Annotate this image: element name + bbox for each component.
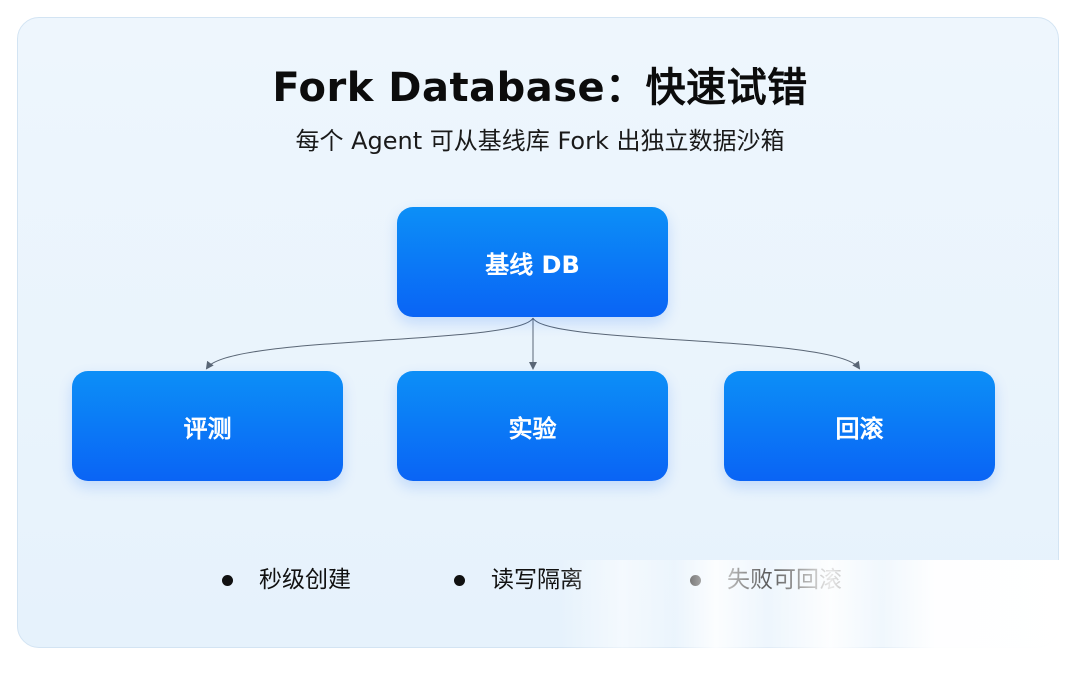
node-evaluation: 评测 (72, 371, 343, 481)
page-title: Fork Database：快速试错 (272, 65, 808, 111)
bullet-label: 秒级创建 (259, 567, 351, 593)
bullet-item: 读写隔离 (454, 562, 583, 598)
bullet-dot-icon (690, 574, 701, 586)
bullet-dot-icon (454, 574, 465, 586)
node-experiment: 实验 (397, 371, 668, 481)
node-baseline-db: 基线 DB (397, 207, 668, 317)
node-rollback: 回滚 (724, 371, 995, 481)
bullet-label: 失败可回滚 (727, 567, 842, 593)
bullet-label: 读写隔离 (491, 567, 583, 593)
bullet-item: 失败可回滚 (690, 562, 842, 598)
bullet-dot-icon (222, 574, 233, 586)
node-rollback-label: 回滚 (835, 414, 884, 443)
feature-bullets: 秒级创建 读写隔离 失败可回滚 (0, 562, 1080, 598)
node-evaluation-label: 评测 (183, 414, 232, 443)
node-experiment-label: 实验 (508, 414, 557, 443)
page-subtitle: 每个 Agent 可从基线库 Fork 出独立数据沙箱 (295, 127, 785, 155)
node-baseline-db-label: 基线 DB (485, 250, 580, 279)
bullet-item: 秒级创建 (222, 562, 351, 598)
